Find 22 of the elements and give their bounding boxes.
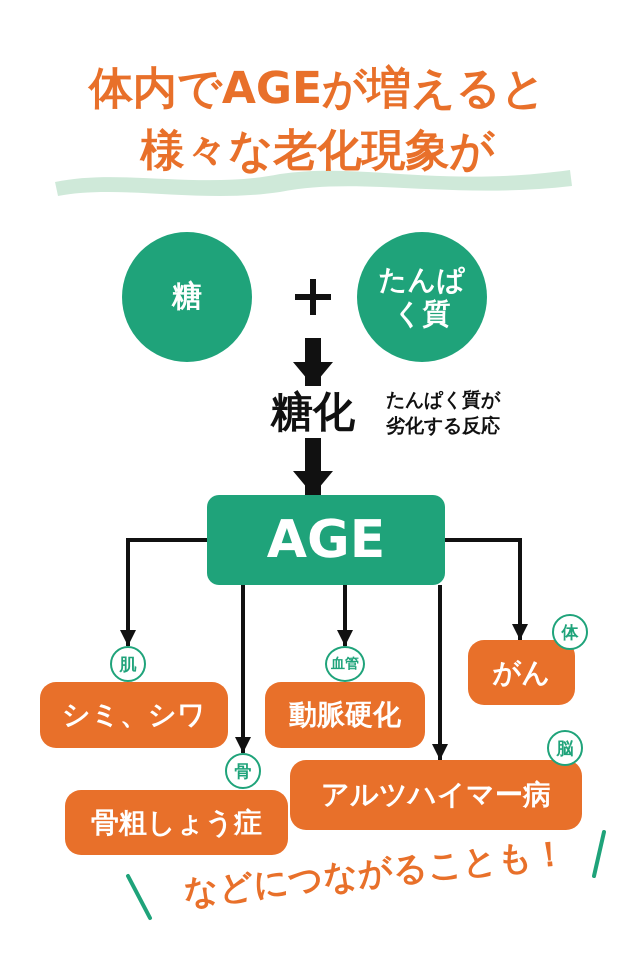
block-arrow: [293, 338, 333, 386]
category-badge: 肌: [110, 646, 146, 682]
arrow: [120, 538, 207, 646]
block-arrow: [293, 438, 333, 495]
circle-node: 糖: [122, 232, 252, 362]
arrow: [235, 585, 251, 753]
result-box: AGE: [207, 495, 445, 585]
circle-node: たんぱく質: [357, 232, 487, 362]
title: 体内でAGEが増えると様々な老化現象が: [87, 62, 548, 178]
arrow: [337, 585, 353, 646]
disease-box: アルツハイマー病: [290, 760, 582, 830]
category-badge: 血管: [325, 646, 365, 682]
arrow: [445, 538, 528, 640]
category-badge: 脳: [547, 730, 583, 766]
category-badge: 骨: [225, 753, 261, 789]
disease-box: 動脈硬化: [265, 682, 425, 748]
disease-box: シミ、シワ: [40, 682, 228, 748]
note-text: たんぱく質が劣化する反応: [386, 388, 502, 439]
category-badge: 体: [552, 614, 588, 650]
arrow: [432, 585, 448, 760]
disease-box: 骨粗しょう症: [65, 790, 288, 855]
disease-box: がん: [468, 640, 575, 705]
